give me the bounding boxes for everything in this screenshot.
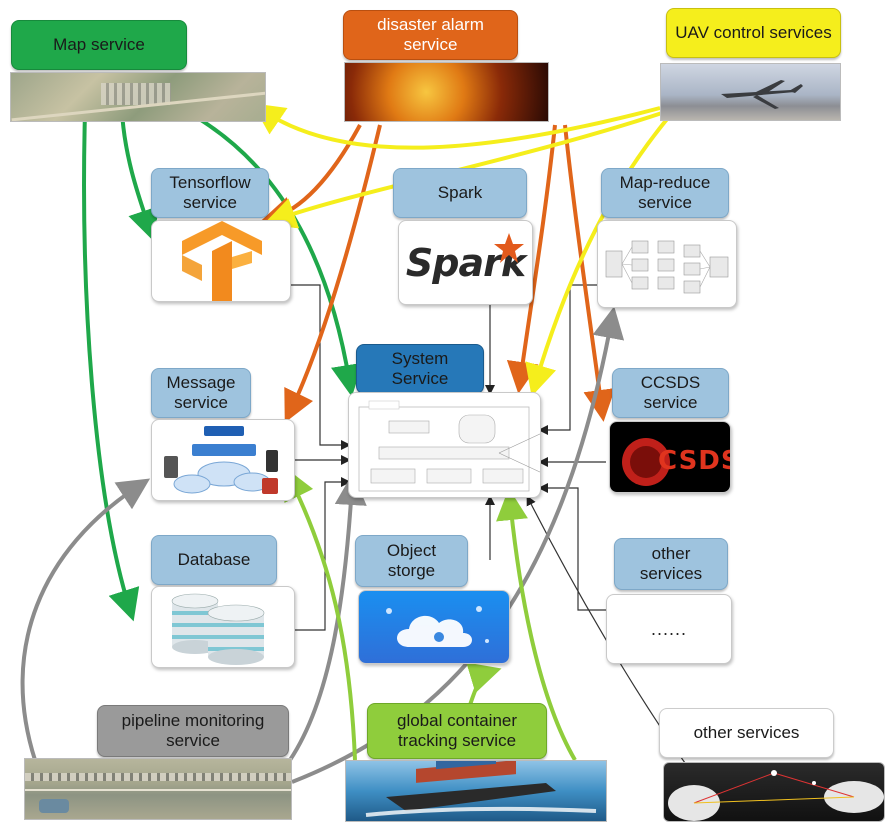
database-label-text: Database xyxy=(177,550,251,569)
uav-control-label-text: UAV control services xyxy=(675,23,832,42)
object-storage-card xyxy=(358,590,510,664)
map-reduce-diagram-icon xyxy=(605,240,729,294)
tensorflow-logo-icon xyxy=(182,221,262,301)
database-card xyxy=(151,586,295,668)
pipeline-monitoring-label: pipeline monitoring service xyxy=(97,705,289,757)
system-architecture-diagram-icon xyxy=(358,400,540,492)
disaster-to-ccsds-arrow xyxy=(563,124,616,422)
ccsds-logo-text: CSDS xyxy=(658,446,730,476)
disaster-to-message-arrow xyxy=(284,124,382,423)
other-services-bottom-label-text: other services xyxy=(693,723,800,742)
map-to-database-arrow xyxy=(82,111,140,622)
map-reduce-card xyxy=(597,220,737,308)
object-storage-label: Object storge xyxy=(355,535,468,587)
wildfire-image xyxy=(344,62,549,122)
map-reduce-label-text: Map-reduce service xyxy=(619,173,711,212)
cloud-icon xyxy=(386,606,489,647)
uav-control-label: UAV control services xyxy=(666,8,841,58)
ccsds-card: CSDS xyxy=(609,421,731,493)
pipeline-satellite-image xyxy=(24,758,292,820)
object-storage-label-text: Object storge xyxy=(386,541,437,580)
network-topology-icon xyxy=(668,770,884,821)
cargo-ship-icon xyxy=(365,761,597,817)
spark-star-icon xyxy=(494,233,524,263)
message-service-label: Message service xyxy=(151,368,251,418)
ccsds-service-label: CCSDS service xyxy=(612,368,729,418)
other-services-right-card: ...... xyxy=(606,594,732,664)
spark-card: Spark xyxy=(398,220,533,305)
uav-to-map-arrow xyxy=(252,103,661,150)
tensorflow-label-text: Tensorflow service xyxy=(169,173,251,212)
pipeline-to-message-arrow xyxy=(20,478,151,761)
database-label: Database xyxy=(151,535,277,585)
system-service-card xyxy=(348,392,541,498)
database-icon xyxy=(171,593,265,665)
container-to-message-arrow xyxy=(284,467,357,761)
container-ship-image xyxy=(345,760,607,822)
global-container-label-text: global container tracking service xyxy=(396,711,518,750)
system-service-label-text: System Service xyxy=(391,349,449,388)
drone-icon xyxy=(721,80,803,109)
container-to-object-arrow xyxy=(466,662,502,706)
other-services-connector xyxy=(538,483,606,611)
map-service-label-text: Map service xyxy=(53,35,145,54)
message-service-card xyxy=(151,419,295,501)
container-to-system-arrow xyxy=(496,488,577,762)
tensorflow-connector xyxy=(290,284,351,450)
map-to-tensorflow-arrow xyxy=(120,111,159,242)
other-services-right-label: other services xyxy=(614,538,728,590)
messaging-network-icon xyxy=(164,426,278,494)
disaster-alarm-label: disaster alarm service xyxy=(343,10,518,60)
ccsds-service-label-text: CCSDS service xyxy=(640,373,701,412)
other-services-bottom-label: other services xyxy=(659,708,834,758)
spark-label-text: Spark xyxy=(437,183,483,202)
uav-to-system-arrow xyxy=(525,116,670,397)
more-dots-text: ...... xyxy=(650,618,687,639)
disaster-to-system-arrow xyxy=(506,124,557,394)
pipeline-to-system-arrow xyxy=(288,473,367,762)
drone-image xyxy=(660,63,841,121)
map-reduce-label: Map-reduce service xyxy=(601,168,729,218)
network-topology-image xyxy=(663,762,885,822)
pipeline-monitoring-label-text: pipeline monitoring service xyxy=(121,711,265,750)
spark-label: Spark xyxy=(393,168,527,218)
system-service-label: System Service xyxy=(356,344,484,394)
ccsds-logo-icon xyxy=(622,438,670,486)
tensorflow-card xyxy=(151,220,291,302)
map-service-label: Map service xyxy=(11,20,187,70)
global-container-label: global container tracking service xyxy=(367,703,547,759)
tensorflow-label: Tensorflow service xyxy=(151,168,269,218)
message-service-label-text: Message service xyxy=(166,373,236,412)
disaster-alarm-label-text: disaster alarm service xyxy=(377,15,484,54)
map-satellite-image xyxy=(10,72,266,122)
other-services-right-label-text: other services xyxy=(639,544,703,583)
